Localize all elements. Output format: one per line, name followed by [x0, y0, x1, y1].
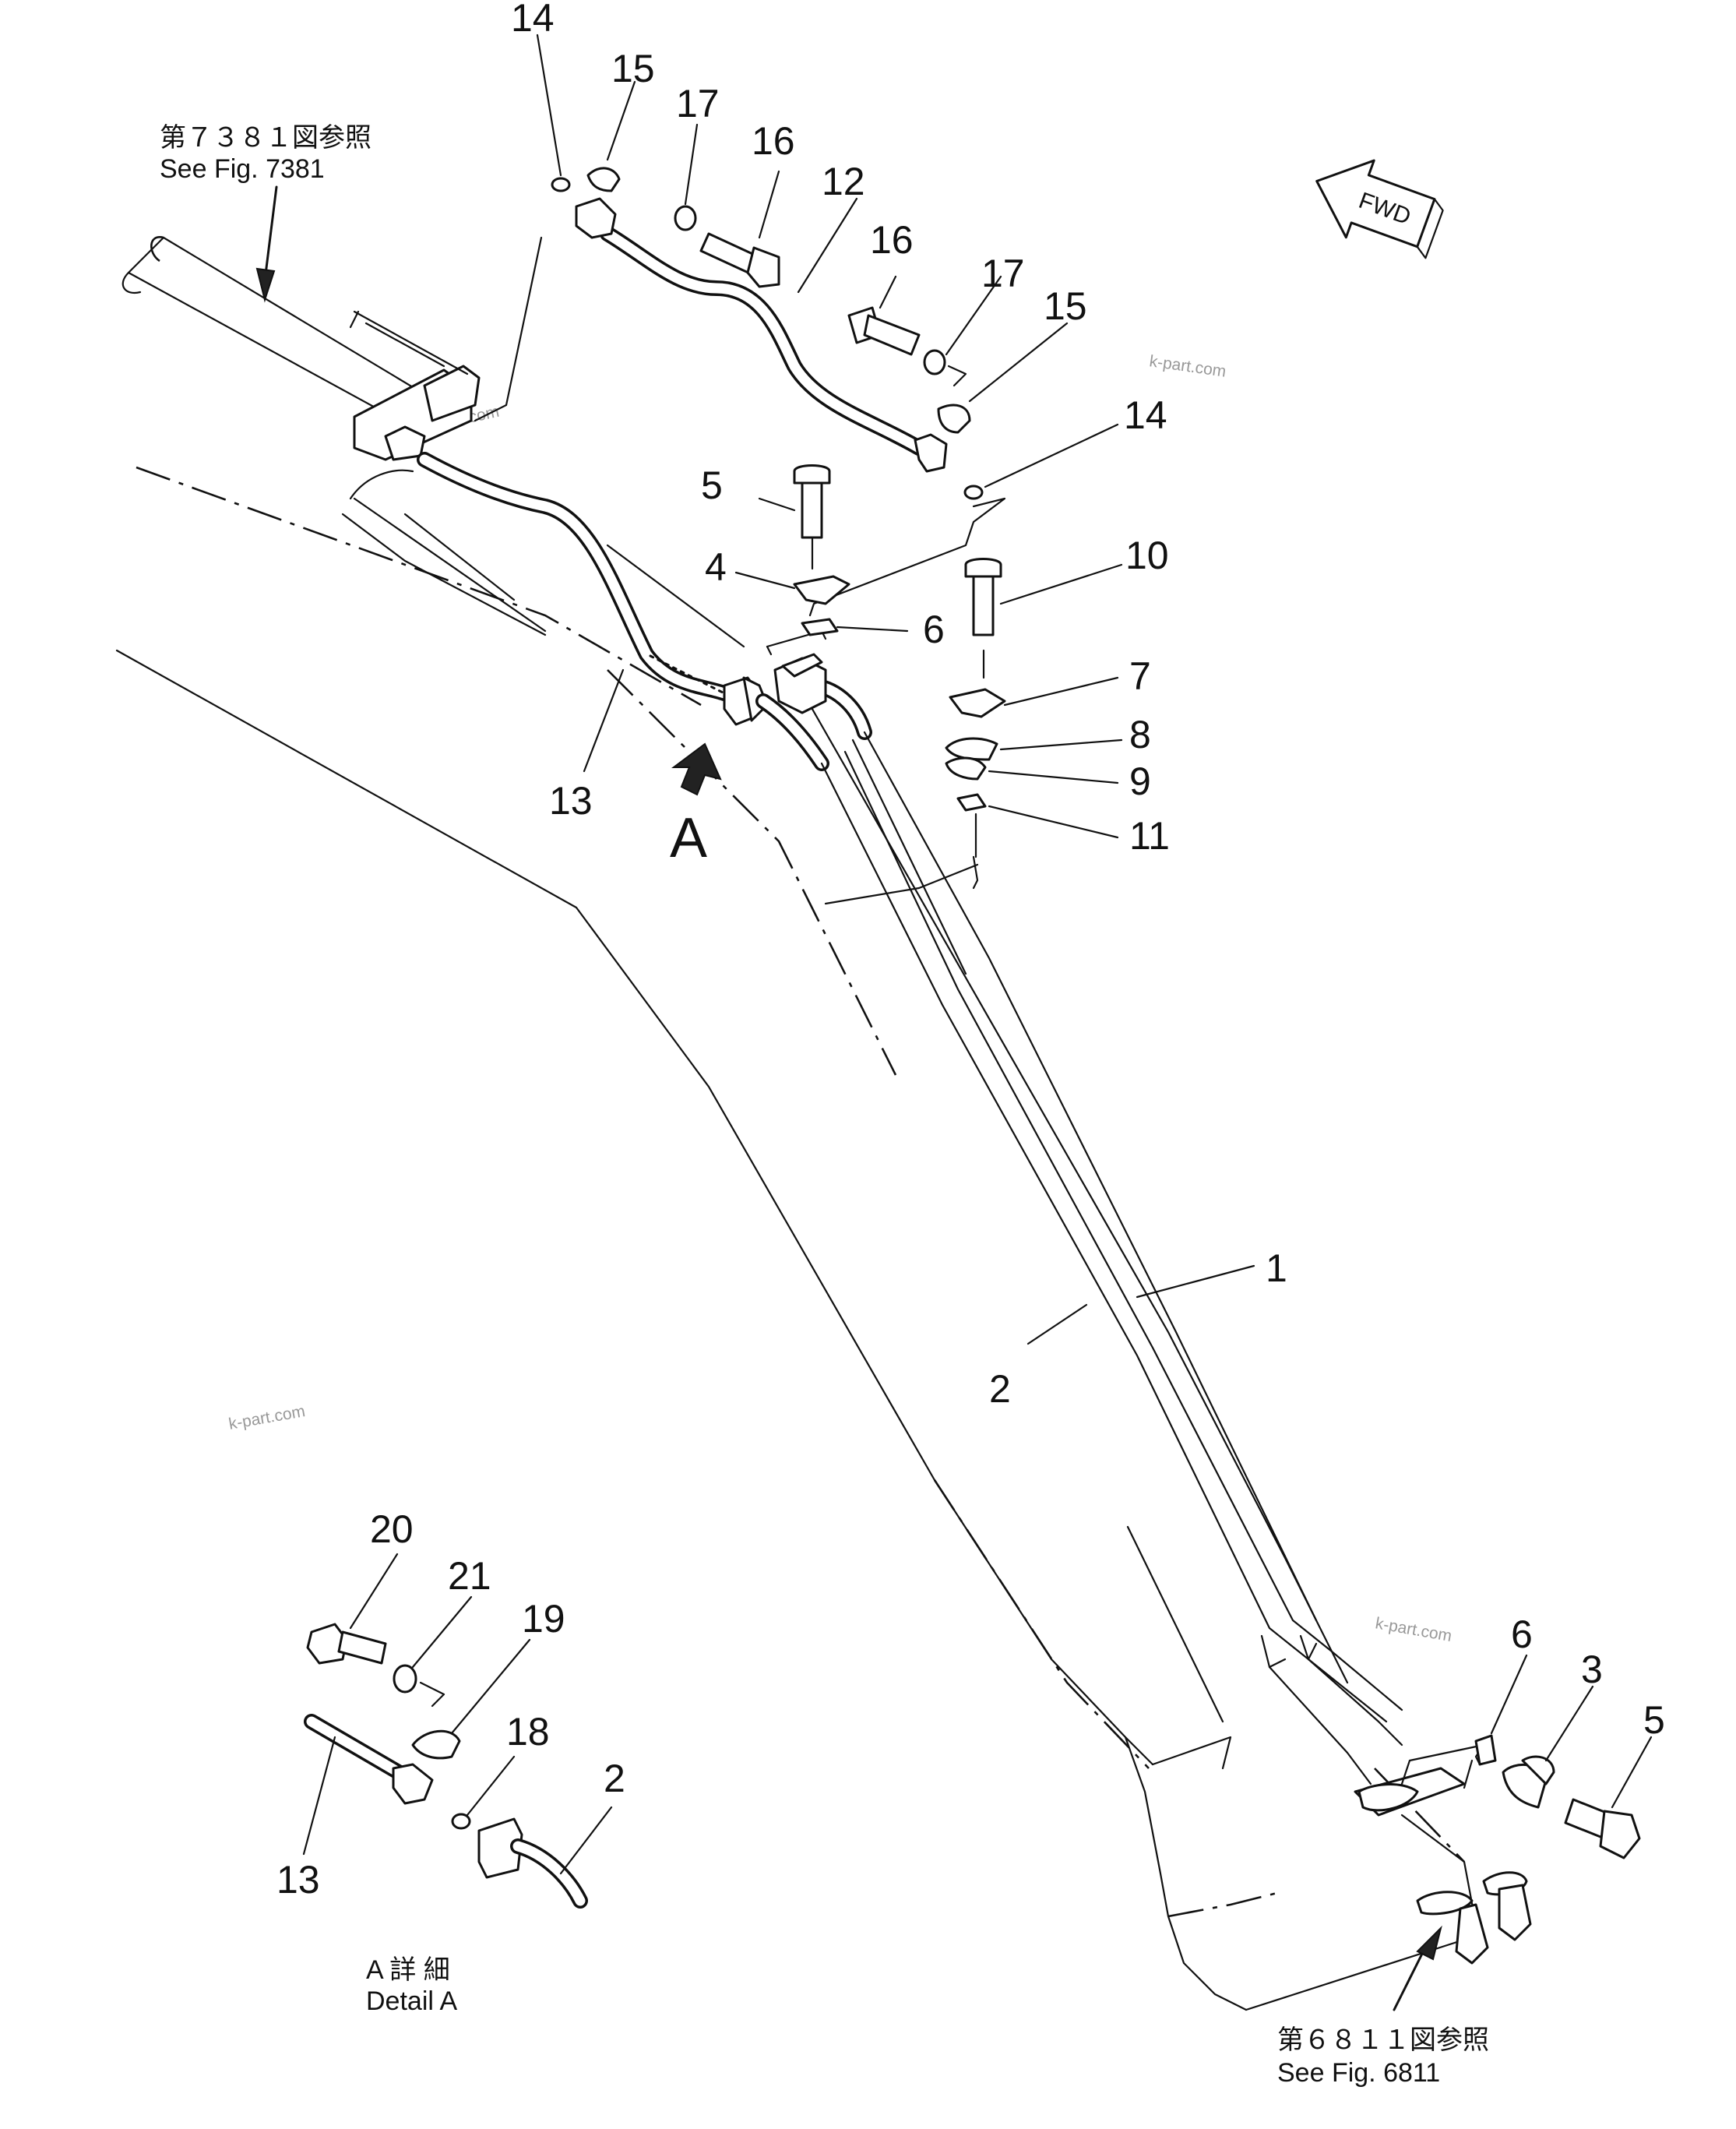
callout-15: 15 — [611, 47, 655, 90]
clamp-4 — [793, 575, 850, 605]
detail-a-arrow — [671, 742, 722, 796]
spacer-6-top — [801, 618, 839, 636]
callout-leaders — [536, 33, 1653, 1809]
clamp-3 — [1502, 1755, 1555, 1809]
detail-leaders — [302, 1553, 613, 1875]
clamp-assembly-upper — [766, 629, 827, 714]
callout-9: 9 — [1129, 760, 1151, 803]
fwd-arrow: FWD — [1315, 159, 1444, 259]
callout-5: 5 — [1643, 1698, 1665, 1742]
leader-lines — [474, 236, 1485, 1789]
bolt-16-top — [699, 232, 780, 288]
bolt-5-bottom — [1564, 1798, 1641, 1859]
callout-14: 14 — [1124, 393, 1167, 437]
spacer-11 — [956, 793, 987, 812]
callout-6: 6 — [1511, 1613, 1533, 1656]
clamp-7 — [949, 688, 1006, 718]
o-ring-14-top — [551, 177, 571, 192]
o-ring-14-right — [963, 485, 984, 500]
callout-10: 10 — [1125, 534, 1169, 577]
reference-bottom-en: See Fig. 6811 — [1277, 2058, 1440, 2088]
callout-17: 17 — [676, 82, 720, 125]
arm-cylinder — [121, 236, 547, 636]
bolt-16-right — [847, 306, 921, 356]
bottom-flanges — [1416, 1871, 1532, 1965]
washer-17-top — [674, 205, 697, 231]
watermark: k-part.com — [1374, 1614, 1453, 1645]
callout-21: 21 — [448, 1554, 491, 1598]
reference-top-en: See Fig. 7381 — [160, 154, 325, 184]
pipes-along-boom — [755, 678, 1466, 1817]
callout-5: 5 — [701, 464, 723, 507]
callout-16: 16 — [752, 119, 795, 163]
callout-13: 13 — [276, 1858, 320, 1902]
reference-top-jp: 第７３８１図参照 — [160, 123, 371, 153]
callout-3: 3 — [1581, 1648, 1603, 1691]
bolt-5-top — [793, 464, 831, 570]
detail-a-marker: A — [670, 807, 707, 869]
callout-11: 11 — [1129, 814, 1170, 858]
callout-17: 17 — [981, 252, 1025, 295]
bolt-10 — [964, 558, 1002, 679]
callout-4: 4 — [705, 545, 727, 589]
callout-18: 18 — [506, 1710, 550, 1754]
bushing-9 — [945, 756, 987, 781]
ref-arrow-bottom — [1393, 1946, 1427, 2011]
watermark: k-part.com — [227, 1402, 307, 1433]
callout-7: 7 — [1129, 654, 1151, 698]
split-flange-15-right — [937, 404, 971, 434]
watermark: k-part.com — [1148, 352, 1227, 381]
callout-19: 19 — [522, 1597, 565, 1641]
callout-2: 2 — [604, 1757, 625, 1800]
leader-zig — [947, 365, 967, 387]
ref-arrow-top — [263, 185, 278, 282]
callout-12: 12 — [822, 160, 865, 203]
callout-8: 8 — [1129, 713, 1151, 756]
callout-16: 16 — [870, 218, 914, 262]
callout-13: 13 — [549, 779, 593, 823]
spacer-6-bottom — [1474, 1734, 1497, 1766]
detail-caption-en: Detail A — [366, 1986, 457, 2016]
ref-arrowhead-bottom — [1416, 1925, 1442, 1961]
clamp-8 — [945, 737, 998, 761]
split-flange-15-top — [586, 167, 621, 192]
hose-12 — [575, 197, 948, 473]
callout-15: 15 — [1044, 284, 1087, 328]
callout-2: 2 — [989, 1367, 1011, 1411]
ref-arrowhead-top — [255, 267, 276, 303]
detail-a-parts — [304, 1623, 588, 1909]
washer-17-right — [923, 349, 946, 375]
callout-14: 14 — [511, 0, 555, 40]
callout-1: 1 — [1266, 1246, 1287, 1290]
callout-20: 20 — [370, 1507, 414, 1551]
callout-6: 6 — [923, 608, 945, 651]
detail-caption-jp: A 詳 細 — [366, 1955, 450, 1985]
reference-bottom-jp: 第６８１１図参照 — [1277, 2025, 1489, 2055]
